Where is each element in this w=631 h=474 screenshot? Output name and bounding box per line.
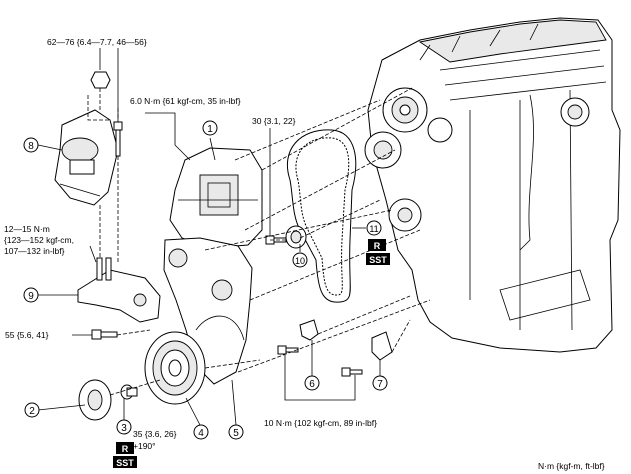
torque-bracket-line1: 12—15 N·m <box>4 224 50 234</box>
torque-bracket-bolt: 55 {5.6, 41} <box>5 330 49 340</box>
callout-7: 7 <box>372 375 388 391</box>
torque-pulley-bolt: 35 {3.6, 26} <box>133 429 177 439</box>
svg-text:11: 11 <box>369 224 378 234</box>
engine-block <box>364 17 621 353</box>
crankshaft-position-sensor <box>277 319 319 355</box>
callout-10: 10 <box>292 252 308 268</box>
camshaft-position-sensor <box>341 331 393 377</box>
svg-text:SST: SST <box>116 458 134 468</box>
callout-6: 6 <box>304 375 320 391</box>
svg-text:10: 10 <box>295 256 305 266</box>
svg-text:2: 2 <box>29 406 35 417</box>
callout-8: 8 <box>23 137 39 153</box>
engine-mount-bracket <box>54 109 119 206</box>
svg-text:R: R <box>374 241 381 251</box>
timing-belt-cover-upper <box>169 147 263 249</box>
callout-4: 4 <box>193 424 209 440</box>
torque-labels: 62—76 {6.4—7.7, 46—56} 6.0 N·m {61 kgf-c… <box>4 37 605 471</box>
torque-pulley-angle: +190° <box>133 441 156 451</box>
replace-tag-lower: R <box>116 442 134 454</box>
svg-text:4: 4 <box>198 428 204 439</box>
replace-tag-upper: R <box>368 239 386 251</box>
bracket-bolt <box>91 329 118 340</box>
crankshaft-pulley <box>144 331 206 405</box>
callout-9: 9 <box>23 287 39 303</box>
callout-11: 11 <box>366 220 382 236</box>
svg-text:5: 5 <box>233 428 239 439</box>
torque-bracket-line3: 107—132 in-lbf} <box>4 246 65 256</box>
svg-text:R: R <box>122 444 129 454</box>
torque-cover-bolt: 6.0 N·m {61 kgf-cm, 35 in-lbf} <box>130 96 241 106</box>
callout-2: 2 <box>24 402 40 418</box>
callout-1: 1 <box>202 120 218 136</box>
callout-5: 5 <box>228 424 244 440</box>
leader-lines <box>37 48 381 426</box>
mount-nut <box>90 71 111 89</box>
svg-text:9: 9 <box>28 291 34 302</box>
svg-text:SST: SST <box>369 255 387 265</box>
sst-tag-upper: SST <box>366 253 390 265</box>
torque-mount-nut: 62—76 {6.4—7.7, 46—56} <box>47 37 147 47</box>
callout-3: 3 <box>116 419 132 435</box>
svg-text:7: 7 <box>377 379 383 390</box>
sst-tag-lower: SST <box>113 456 137 468</box>
svg-text:1: 1 <box>207 124 213 135</box>
svg-text:8: 8 <box>28 141 34 152</box>
torque-tensioner: 30 {3.1, 22} <box>252 116 296 126</box>
engine-mount-lower-bracket <box>77 257 161 323</box>
units-note: N·m {kgf-m, ft-lbf} <box>538 461 605 471</box>
crankshaft-pulley-plate <box>78 379 112 421</box>
svg-text:3: 3 <box>121 423 127 434</box>
torque-sensor-bolts: 10 N·m {102 kgf-cm, 89 in-lbf} <box>264 418 377 428</box>
torque-bracket-line2: {123—152 kgf-cm, <box>4 235 74 245</box>
pulley-lock-bolt <box>120 384 138 400</box>
timing-belt-cover-lower <box>163 237 253 385</box>
svg-text:6: 6 <box>309 379 315 390</box>
